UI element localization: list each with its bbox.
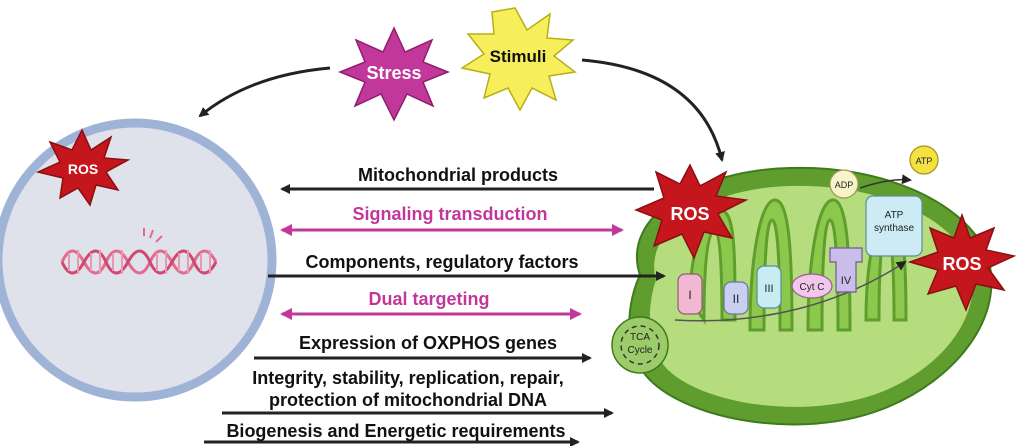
ros-star-mito-right: ROS xyxy=(907,212,1017,313)
tca-cycle: TCA Cycle xyxy=(611,316,669,374)
complex-IV: IV xyxy=(829,247,863,293)
ros-label: ROS xyxy=(942,254,981,274)
stimuli-to-mito-arrow xyxy=(581,58,725,162)
complex-I: I xyxy=(677,273,703,315)
svg-text:Cyt C: Cyt C xyxy=(800,282,825,293)
stress-star: Stress xyxy=(337,26,451,122)
stimuli-star: Stimuli xyxy=(460,7,577,112)
atp-molecule: ATP xyxy=(909,145,939,175)
label-mitochondrial-products: Mitochondrial products xyxy=(358,165,558,185)
label-oxphos: Expression of OXPHOS genes xyxy=(299,333,557,353)
svg-text:ATP: ATP xyxy=(885,210,904,221)
complex-III: III xyxy=(756,265,782,309)
svg-text:II: II xyxy=(733,292,740,306)
label-signaling-transduction: Signaling transduction xyxy=(352,204,547,224)
ros-label: ROS xyxy=(68,161,98,177)
label-integrity-2: protection of mitochondrial DNA xyxy=(269,390,547,410)
ros-label: ROS xyxy=(670,204,709,224)
stimuli-label: Stimuli xyxy=(490,47,547,66)
ros-star-nucleus: ROS xyxy=(35,128,131,207)
tca-label-2: Cycle xyxy=(627,345,652,356)
label-biogenesis: Biogenesis and Energetic requirements xyxy=(226,421,565,441)
stress-to-nucleus-arrow xyxy=(198,66,331,118)
label-dual-targeting: Dual targeting xyxy=(368,289,489,309)
label-integrity-1: Integrity, stability, replication, repai… xyxy=(252,368,563,388)
label-components: Components, regulatory factors xyxy=(305,252,578,272)
svg-text:I: I xyxy=(688,288,691,302)
ros-star-mito-left: ROS xyxy=(634,163,749,260)
complex-II: II xyxy=(723,281,749,315)
cyt-c: Cyt C xyxy=(791,273,833,299)
stress-label: Stress xyxy=(366,63,421,83)
adp-molecule: ADP xyxy=(829,169,859,199)
svg-text:IV: IV xyxy=(841,275,852,287)
svg-text:ATP: ATP xyxy=(916,156,933,166)
nucleus xyxy=(0,118,277,402)
atp-synthase: ATP synthase xyxy=(865,195,923,257)
svg-text:ADP: ADP xyxy=(835,180,854,190)
tca-label-1: TCA xyxy=(630,332,650,343)
svg-text:synthase: synthase xyxy=(874,223,914,234)
dna-icon xyxy=(60,228,218,275)
svg-text:III: III xyxy=(764,283,773,295)
